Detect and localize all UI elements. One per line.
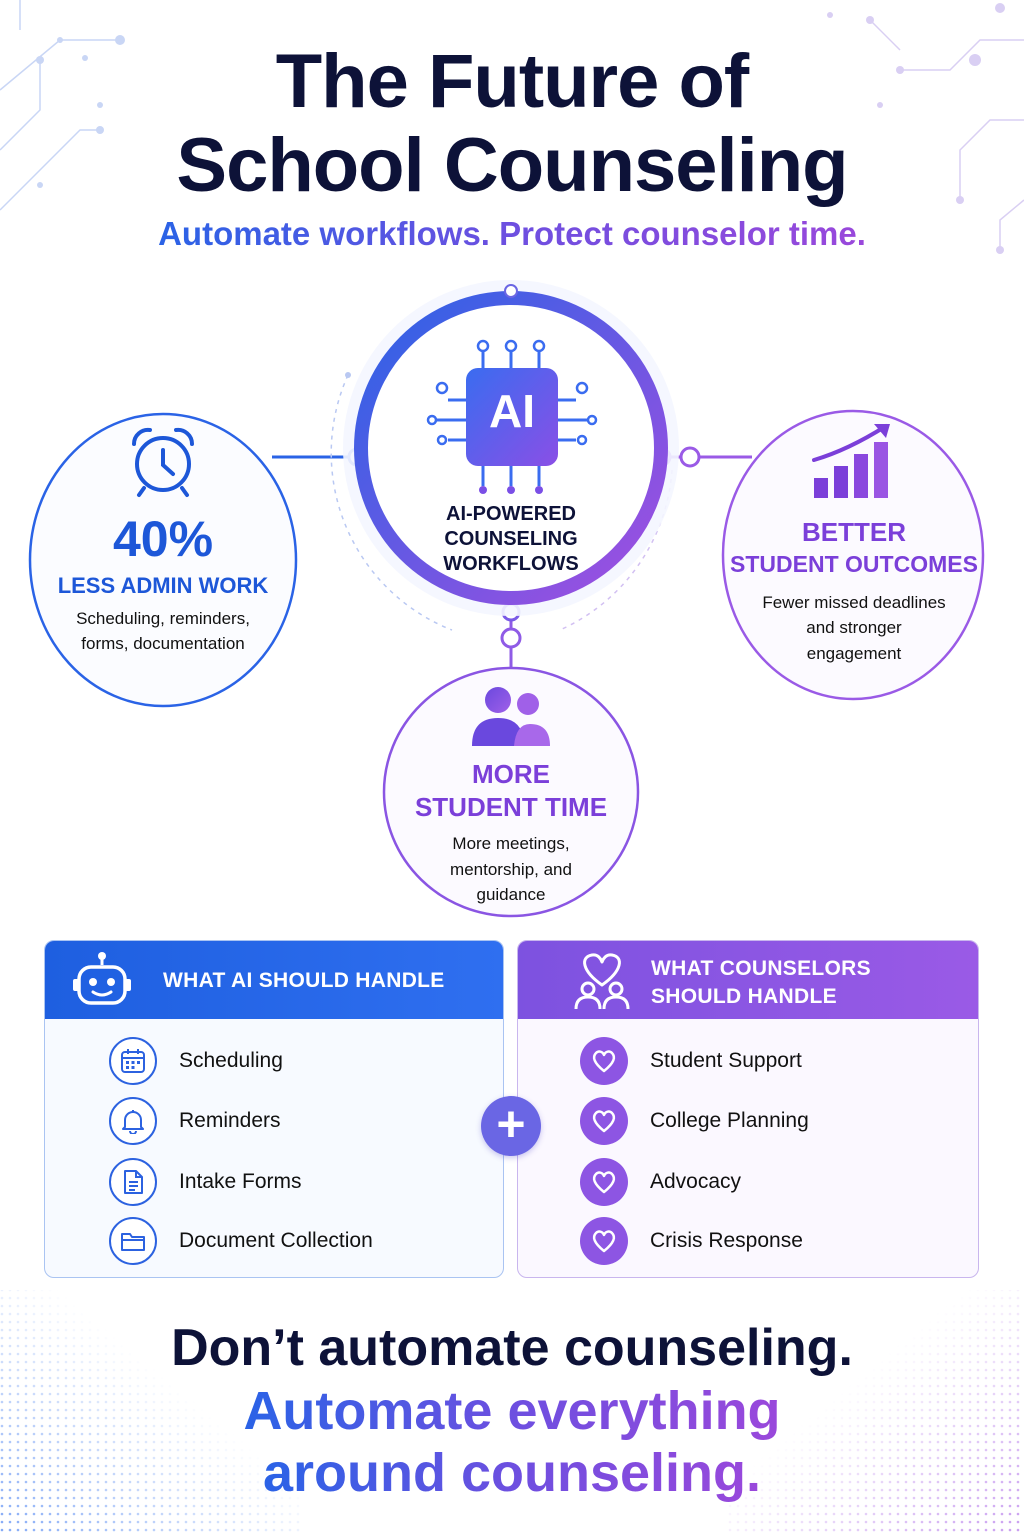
- student-time-heading-line: STUDENT TIME: [414, 791, 608, 822]
- admin-desc-line: Scheduling, reminders,: [76, 608, 250, 628]
- heart-icon: [580, 1158, 628, 1206]
- heart-icon: [580, 1037, 628, 1085]
- admin-desc-line: forms, documentation: [81, 634, 245, 653]
- page-subtitle: Automate workflows. Protect counselor ti…: [158, 215, 866, 252]
- counselor-tasks-header: WHAT COUNSELORS SHOULD HANDLE: [518, 941, 978, 1019]
- robot-icon: [73, 952, 131, 1005]
- list-item: Crisis Response: [580, 1217, 803, 1265]
- hub-label: AI-POWERED COUNSELING WORKFLOWS: [411, 502, 611, 577]
- ai-chip-label: AI: [489, 385, 535, 437]
- outcomes-desc-line: Fewer missed deadlines: [762, 592, 946, 612]
- hub-label-line: AI-POWERED: [446, 503, 576, 525]
- heart-icon: [580, 1097, 628, 1145]
- document-icon: [109, 1158, 157, 1206]
- student-time-desc-line: More meetings,: [452, 834, 570, 853]
- counselor-title-line: SHOULD HANDLE: [651, 985, 837, 1009]
- student-time-desc-line: guidance: [476, 885, 546, 904]
- page-title-line-1: The Future of: [275, 39, 750, 124]
- counselor-title-line: WHAT COUNSELORS: [651, 957, 871, 980]
- list-item: Intake Forms: [109, 1158, 302, 1206]
- outcomes-desc-line: and stronger: [806, 618, 902, 638]
- heart-people-icon: [574, 953, 630, 1010]
- ai-tasks-title: WHAT AI SHOULD HANDLE: [163, 969, 445, 992]
- counselor-task-label: College Planning: [650, 1109, 809, 1132]
- list-item: Advocacy: [580, 1158, 742, 1206]
- hub-label-line: COUNSELING: [444, 528, 578, 550]
- growth-chart-icon: [812, 424, 890, 498]
- outcomes-desc-line: engagement: [806, 643, 902, 663]
- counselor-task-label: Crisis Response: [650, 1229, 803, 1252]
- list-item: College Planning: [580, 1097, 809, 1145]
- student-time-heading-line: MORE: [472, 759, 550, 789]
- footer-line-3: around counseling.: [262, 1443, 762, 1503]
- ai-task-label: Scheduling: [179, 1049, 283, 1072]
- list-item: Document Collection: [109, 1217, 373, 1265]
- counselor-tasks-title: WHAT COUNSELORS SHOULD HANDLE: [651, 955, 871, 1012]
- ai-tasks-header: WHAT AI SHOULD HANDLE: [45, 941, 503, 1019]
- student-time-desc-line: mentorship, and: [450, 859, 572, 879]
- footer-line-1: Don’t automate counseling.: [171, 1319, 853, 1377]
- page-title-line-2: School Counseling: [176, 123, 848, 208]
- ai-task-label: Intake Forms: [179, 1170, 302, 1193]
- list-item: Scheduling: [109, 1037, 283, 1085]
- ai-task-label: Document Collection: [179, 1229, 373, 1252]
- footer-line-2: Automate everything: [243, 1381, 781, 1441]
- plus-icon: +: [481, 1096, 541, 1156]
- counselor-task-label: Student Support: [650, 1049, 802, 1072]
- counselor-tasks-panel: WHAT COUNSELORS SHOULD HANDLE Student Su…: [517, 940, 979, 1278]
- list-item: Student Support: [580, 1037, 802, 1085]
- plus-symbol: +: [496, 1096, 526, 1152]
- folder-icon: [109, 1217, 157, 1265]
- benefit-student-time: MORE STUDENT TIME More meetings, mentors…: [396, 758, 626, 908]
- benefit-outcomes: BETTER STUDENT OUTCOMES Fewer missed dea…: [726, 516, 982, 666]
- hub-label-line: WORKFLOWS: [443, 553, 579, 575]
- outcomes-heading-line: BETTER: [802, 517, 906, 547]
- alarm-clock-icon: [131, 427, 195, 497]
- bell-icon: [109, 1097, 157, 1145]
- heart-icon: [580, 1217, 628, 1265]
- calendar-icon: [109, 1037, 157, 1085]
- admin-heading: LESS ADMIN WORK: [57, 573, 269, 598]
- outcomes-heading-line: STUDENT OUTCOMES: [730, 550, 978, 577]
- admin-stat: 40%: [112, 511, 214, 567]
- counselor-task-label: Advocacy: [650, 1170, 742, 1193]
- list-item: Reminders: [109, 1097, 281, 1145]
- people-icon: [472, 687, 550, 746]
- ai-task-label: Reminders: [179, 1109, 281, 1132]
- benefit-admin: 40% LESS ADMIN WORK Scheduling, reminder…: [40, 514, 286, 657]
- ai-tasks-panel: WHAT AI SHOULD HANDLE Scheduling Reminde…: [44, 940, 504, 1278]
